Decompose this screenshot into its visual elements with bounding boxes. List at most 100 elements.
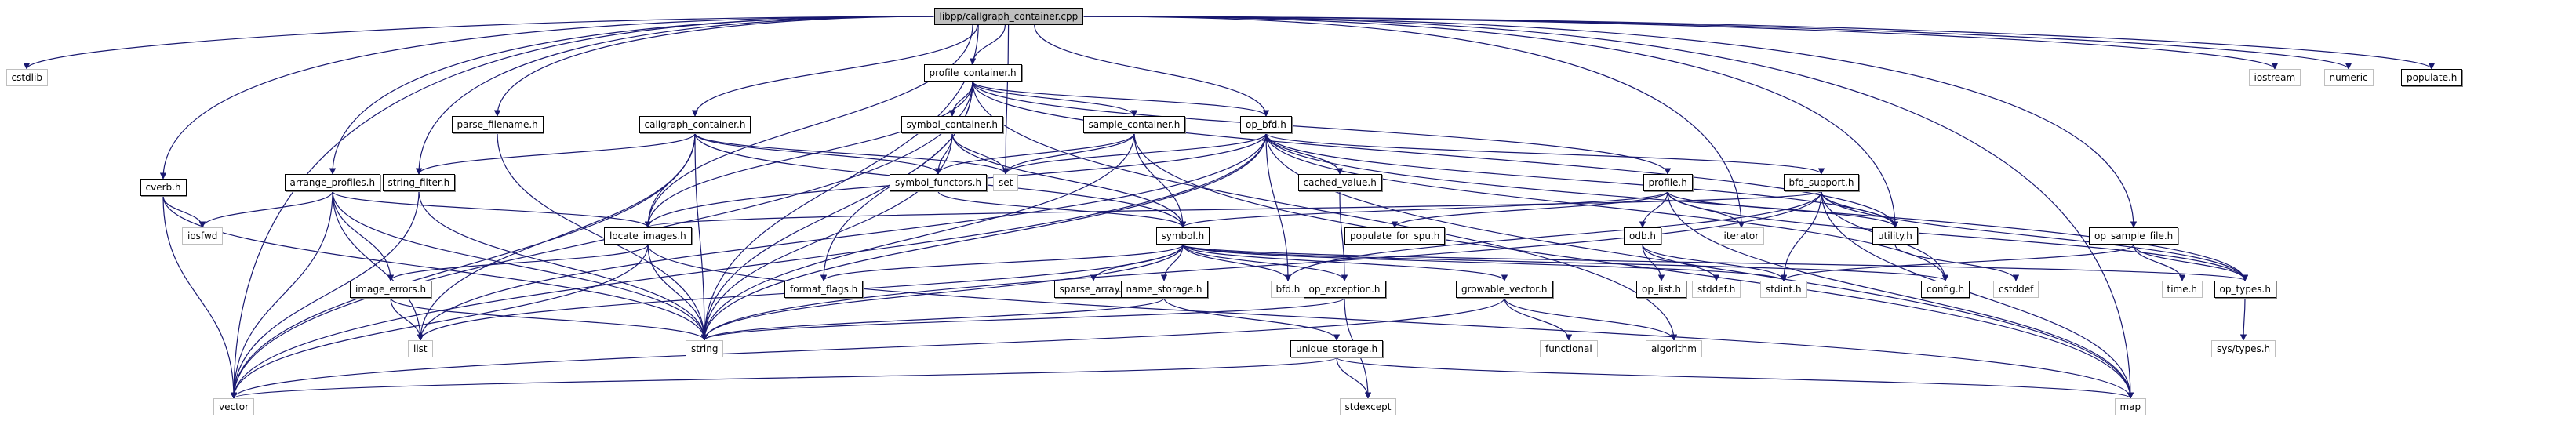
edge-locate-images-to-vector <box>230 244 649 399</box>
node-config[interactable]: config.h <box>1921 281 1970 298</box>
edge-op-bfd-to-vector <box>230 132 1267 399</box>
edge-op-sample-file-to-op-types <box>2133 244 2249 281</box>
node-stdint: stdint.h <box>1760 281 1807 298</box>
node-symbol-functors[interactable]: symbol_functors.h <box>890 174 988 191</box>
node-populate-for-spu[interactable]: populate_for_spu.h <box>1344 227 1446 245</box>
edge-root-to-iterator <box>1083 16 1745 228</box>
edge-arrange-profiles-to-image-errors <box>332 190 395 281</box>
edge-profile-container-to-locate-images <box>644 81 973 228</box>
node-symbol-container[interactable]: symbol_container.h <box>901 116 1004 133</box>
edge-sample-container-to-set <box>1002 132 1135 175</box>
edge-name-storage-to-unique-storage <box>1163 297 1341 341</box>
edge-parse-filename-to-string <box>497 132 708 341</box>
node-bfd: bfd.h <box>1270 281 1306 298</box>
edge-arrange-profiles-to-string <box>332 190 708 341</box>
node-symbol[interactable]: symbol.h <box>1155 227 1210 245</box>
edge-callgraph-container-to-symbol-functors <box>694 132 942 175</box>
edge-symbol-to-growable-vector <box>1182 244 1508 281</box>
edge-bfd-support-to-utility <box>1821 190 1899 228</box>
edge-callgraph-container-to-set <box>694 132 1010 175</box>
node-op-exception[interactable]: op_exception.h <box>1303 281 1386 298</box>
node-utility[interactable]: utility.h <box>1872 227 1918 245</box>
edge-callgraph-container-to-string-filter <box>415 132 696 175</box>
node-populate[interactable]: populate.h <box>2401 69 2463 86</box>
edge-symbol-to-op-exception <box>1182 244 1348 281</box>
node-op-list[interactable]: op_list.h <box>1636 281 1687 298</box>
edge-root-to-cstdlib <box>23 16 934 70</box>
edge-growable-vector-to-algorithm <box>1504 297 1678 341</box>
node-stdexcept: stdexcept <box>1339 398 1397 415</box>
node-format-flags[interactable]: format_flags.h <box>784 281 864 298</box>
edge-callgraph-container-to-string <box>694 132 708 341</box>
edge-profile-to-odb <box>1639 190 1668 228</box>
edge-odb-to-stdint <box>1642 244 1788 281</box>
node-sparse-array[interactable]: sparse_array.h <box>1053 281 1133 298</box>
node-iosfwd: iosfwd <box>182 227 224 245</box>
node-cverb[interactable]: cverb.h <box>140 179 187 196</box>
edge-string-filter-to-string <box>418 190 708 341</box>
node-parse-filename[interactable]: parse_filename.h <box>451 116 544 133</box>
node-root[interactable]: libpp/callgraph_container.cpp <box>933 8 1084 25</box>
edge-unique-storage-to-stdexcept <box>1336 357 1372 399</box>
node-locate-images[interactable]: locate_images.h <box>604 227 692 245</box>
node-op-types[interactable]: op_types.h <box>2214 281 2276 298</box>
node-profile[interactable]: profile.h <box>1643 174 1693 191</box>
node-op-bfd[interactable]: op_bfd.h <box>1240 116 1292 133</box>
edge-op-sample-file-to-stdint <box>1780 244 2134 281</box>
node-arrange-profiles[interactable]: arrange_profiles.h <box>284 174 381 191</box>
edge-sample-container-to-map <box>1133 132 2134 399</box>
node-sys-types: sys/types.h <box>2211 340 2276 357</box>
node-time: time.h <box>2161 281 2203 298</box>
node-name-storage[interactable]: name_storage.h <box>1120 281 1208 298</box>
node-callgraph-container[interactable]: callgraph_container.h <box>639 116 751 133</box>
node-cached-value[interactable]: cached_value.h <box>1297 174 1382 191</box>
edge-profile-container-to-op-bfd <box>972 81 1270 117</box>
edge-symbol-to-string <box>700 244 1184 341</box>
edge-op-exception-to-string <box>701 297 1345 341</box>
node-odb[interactable]: odb.h <box>1624 227 1661 245</box>
edge-odb-to-op-list <box>1642 244 1665 281</box>
node-op-sample-file[interactable]: op_sample_file.h <box>2089 227 2179 245</box>
edge-root-to-populate <box>1083 16 2435 70</box>
edge-profile-container-to-vector <box>230 81 973 399</box>
edge-op-bfd-to-string <box>700 132 1267 341</box>
node-vector: vector <box>213 398 255 415</box>
edge-bfd-support-to-op-types <box>1821 190 2249 281</box>
node-iterator: iterator <box>1718 227 1765 245</box>
edge-symbol-to-name-storage <box>1160 244 1184 281</box>
node-cstdlib: cstdlib <box>5 69 48 86</box>
node-bfd-support[interactable]: bfd_support.h <box>1783 174 1860 191</box>
node-iostream: iostream <box>2248 69 2301 86</box>
edge-callgraph-container-to-list <box>417 132 696 341</box>
edge-root-to-arrange-profiles <box>329 16 934 175</box>
edge-root-to-op-bfd <box>1034 24 1270 117</box>
node-growable-vector[interactable]: growable_vector.h <box>1456 281 1553 298</box>
edge-bfd-support-to-stdint <box>1780 190 1822 281</box>
edge-root-to-string <box>700 24 979 341</box>
edge-image-errors-to-list <box>390 297 424 341</box>
edge-sample-container-to-string <box>700 132 1135 341</box>
edge-root-to-parse-filename <box>493 16 934 117</box>
node-profile-container[interactable]: profile_container.h <box>923 64 1022 82</box>
node-string-filter[interactable]: string_filter.h <box>382 174 456 191</box>
edge-arrange-profiles-to-vector <box>230 190 333 399</box>
node-set: set <box>993 174 1019 191</box>
edge-image-errors-to-string <box>390 297 708 341</box>
edge-arrange-profiles-to-iosfwd <box>198 190 333 228</box>
edge-unique-storage-to-map <box>1336 357 2134 399</box>
edge-profile-container-to-algorithm <box>972 81 1678 341</box>
node-algorithm: algorithm <box>1646 340 1702 357</box>
edge-sample-container-to-symbol <box>1133 132 1187 228</box>
node-unique-storage[interactable]: unique_storage.h <box>1290 340 1384 357</box>
node-image-errors[interactable]: image_errors.h <box>350 281 432 298</box>
node-list: list <box>408 340 433 357</box>
edge-name-storage-to-string <box>700 297 1165 341</box>
edge-growable-vector-to-functional <box>1504 297 1573 341</box>
edge-cached-value-to-op-exception <box>1339 190 1348 281</box>
edge-odb-to-stddef <box>1642 244 1720 281</box>
node-sample-container[interactable]: sample_container.h <box>1082 116 1186 133</box>
edge-bfd-support-to-map <box>1821 190 2134 399</box>
edge-bfd-support-to-string <box>700 190 1822 341</box>
edge-symbol-to-format-flags <box>820 244 1184 281</box>
edge-arrange-profiles-to-locate-images <box>332 190 652 228</box>
